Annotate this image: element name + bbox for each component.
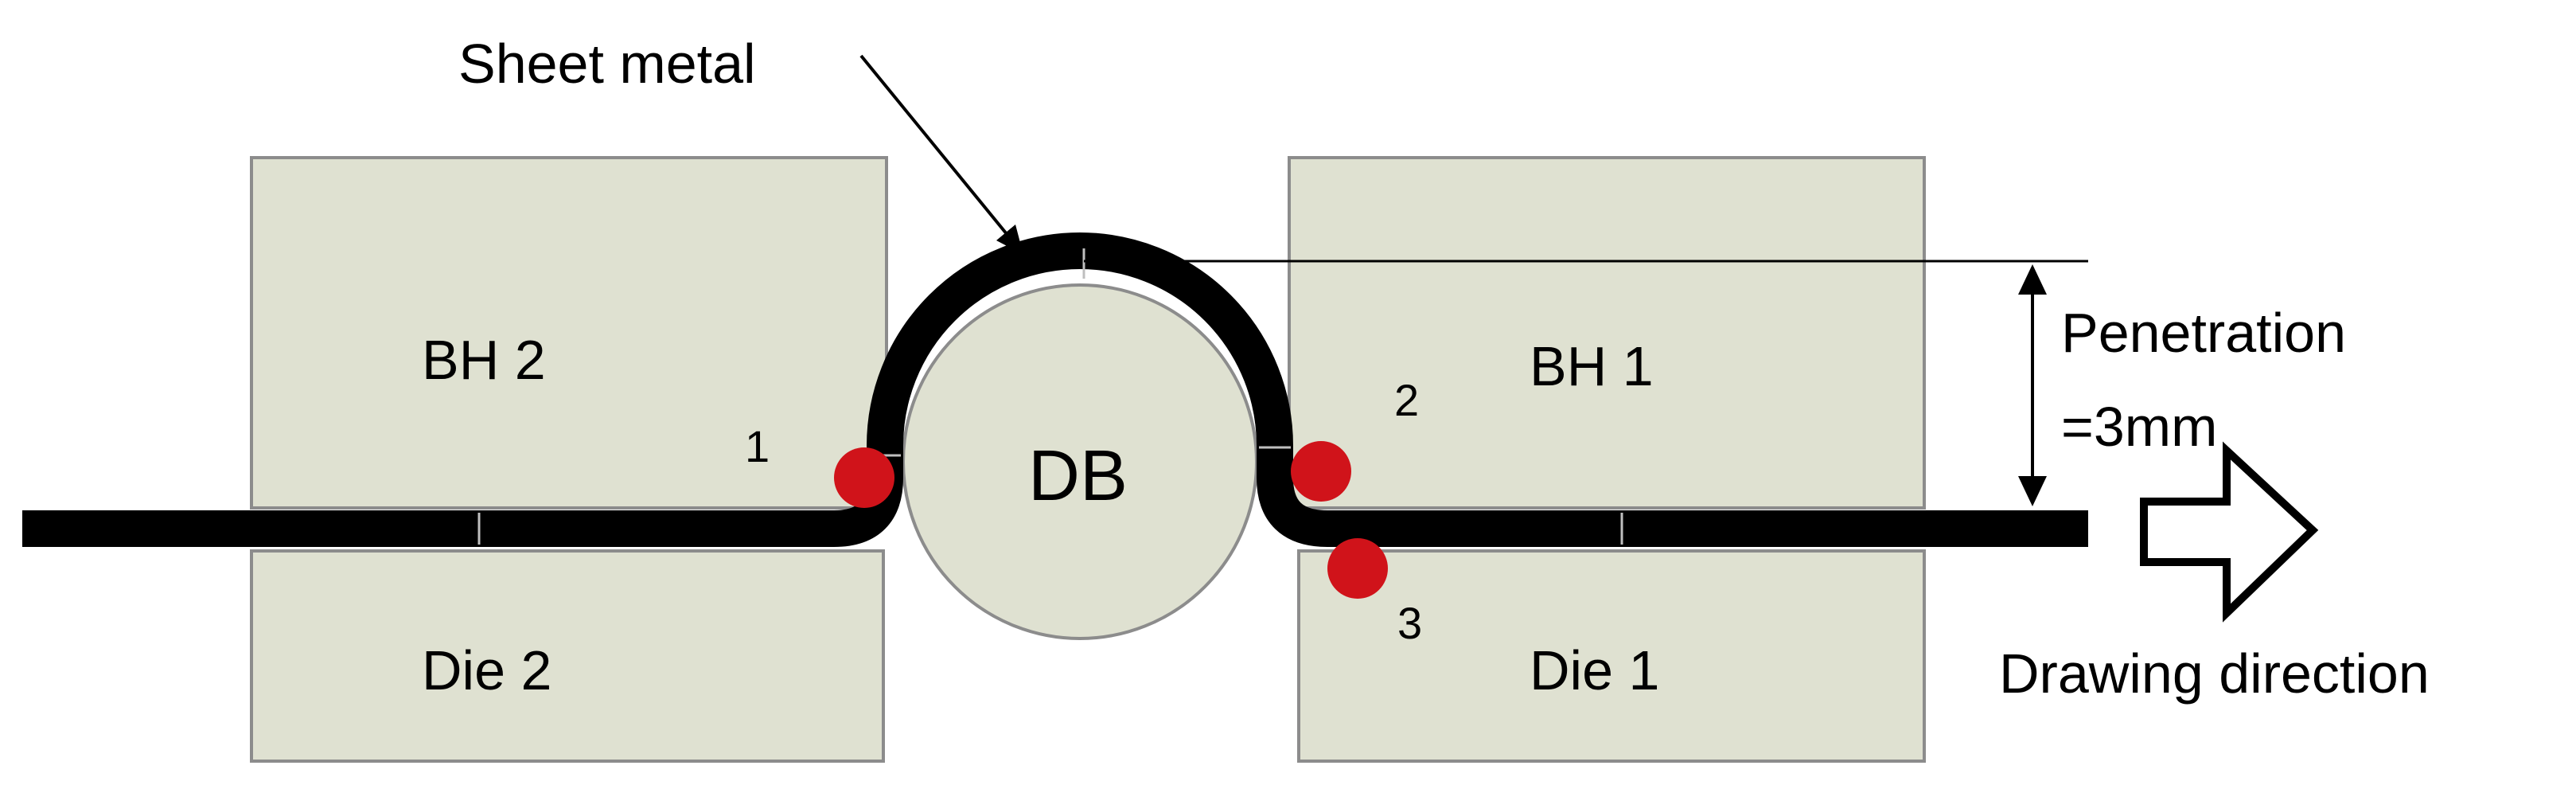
draw-bead-label: DB	[1028, 436, 1128, 516]
drawing-direction-label: Drawing direction	[1999, 642, 2430, 705]
die-2	[250, 549, 885, 763]
sheet-metal-leader-arrowhead	[996, 225, 1023, 255]
die-1	[1297, 549, 1926, 763]
bh2-label: BH 2	[422, 329, 546, 391]
blank-holder-1	[1288, 156, 1926, 510]
die1-label: Die 1	[1530, 639, 1659, 701]
contact-point-1-label: 1	[745, 421, 770, 471]
bh1-label: BH 1	[1530, 335, 1654, 397]
die2-label: Die 2	[422, 639, 551, 701]
sheet-metal-strip	[22, 232, 2088, 547]
contact-point-3	[1327, 538, 1388, 599]
sheet-metal-label: Sheet metal	[458, 33, 756, 95]
penetration-arrow-down	[2018, 476, 2047, 506]
penetration-value: =3mm	[2061, 396, 2217, 458]
contact-point-1	[834, 447, 894, 508]
blank-holder-2	[250, 156, 888, 510]
sheet-metal-leader	[859, 54, 1012, 240]
penetration-arrow-up	[2018, 264, 2047, 295]
contact-point-2-label: 2	[1394, 375, 1419, 425]
contact-point-3-label: 3	[1397, 598, 1422, 648]
drawing-direction-arrow-icon	[2140, 441, 2319, 623]
contact-point-2	[1291, 441, 1351, 502]
penetration-label: Penetration	[2061, 302, 2346, 364]
